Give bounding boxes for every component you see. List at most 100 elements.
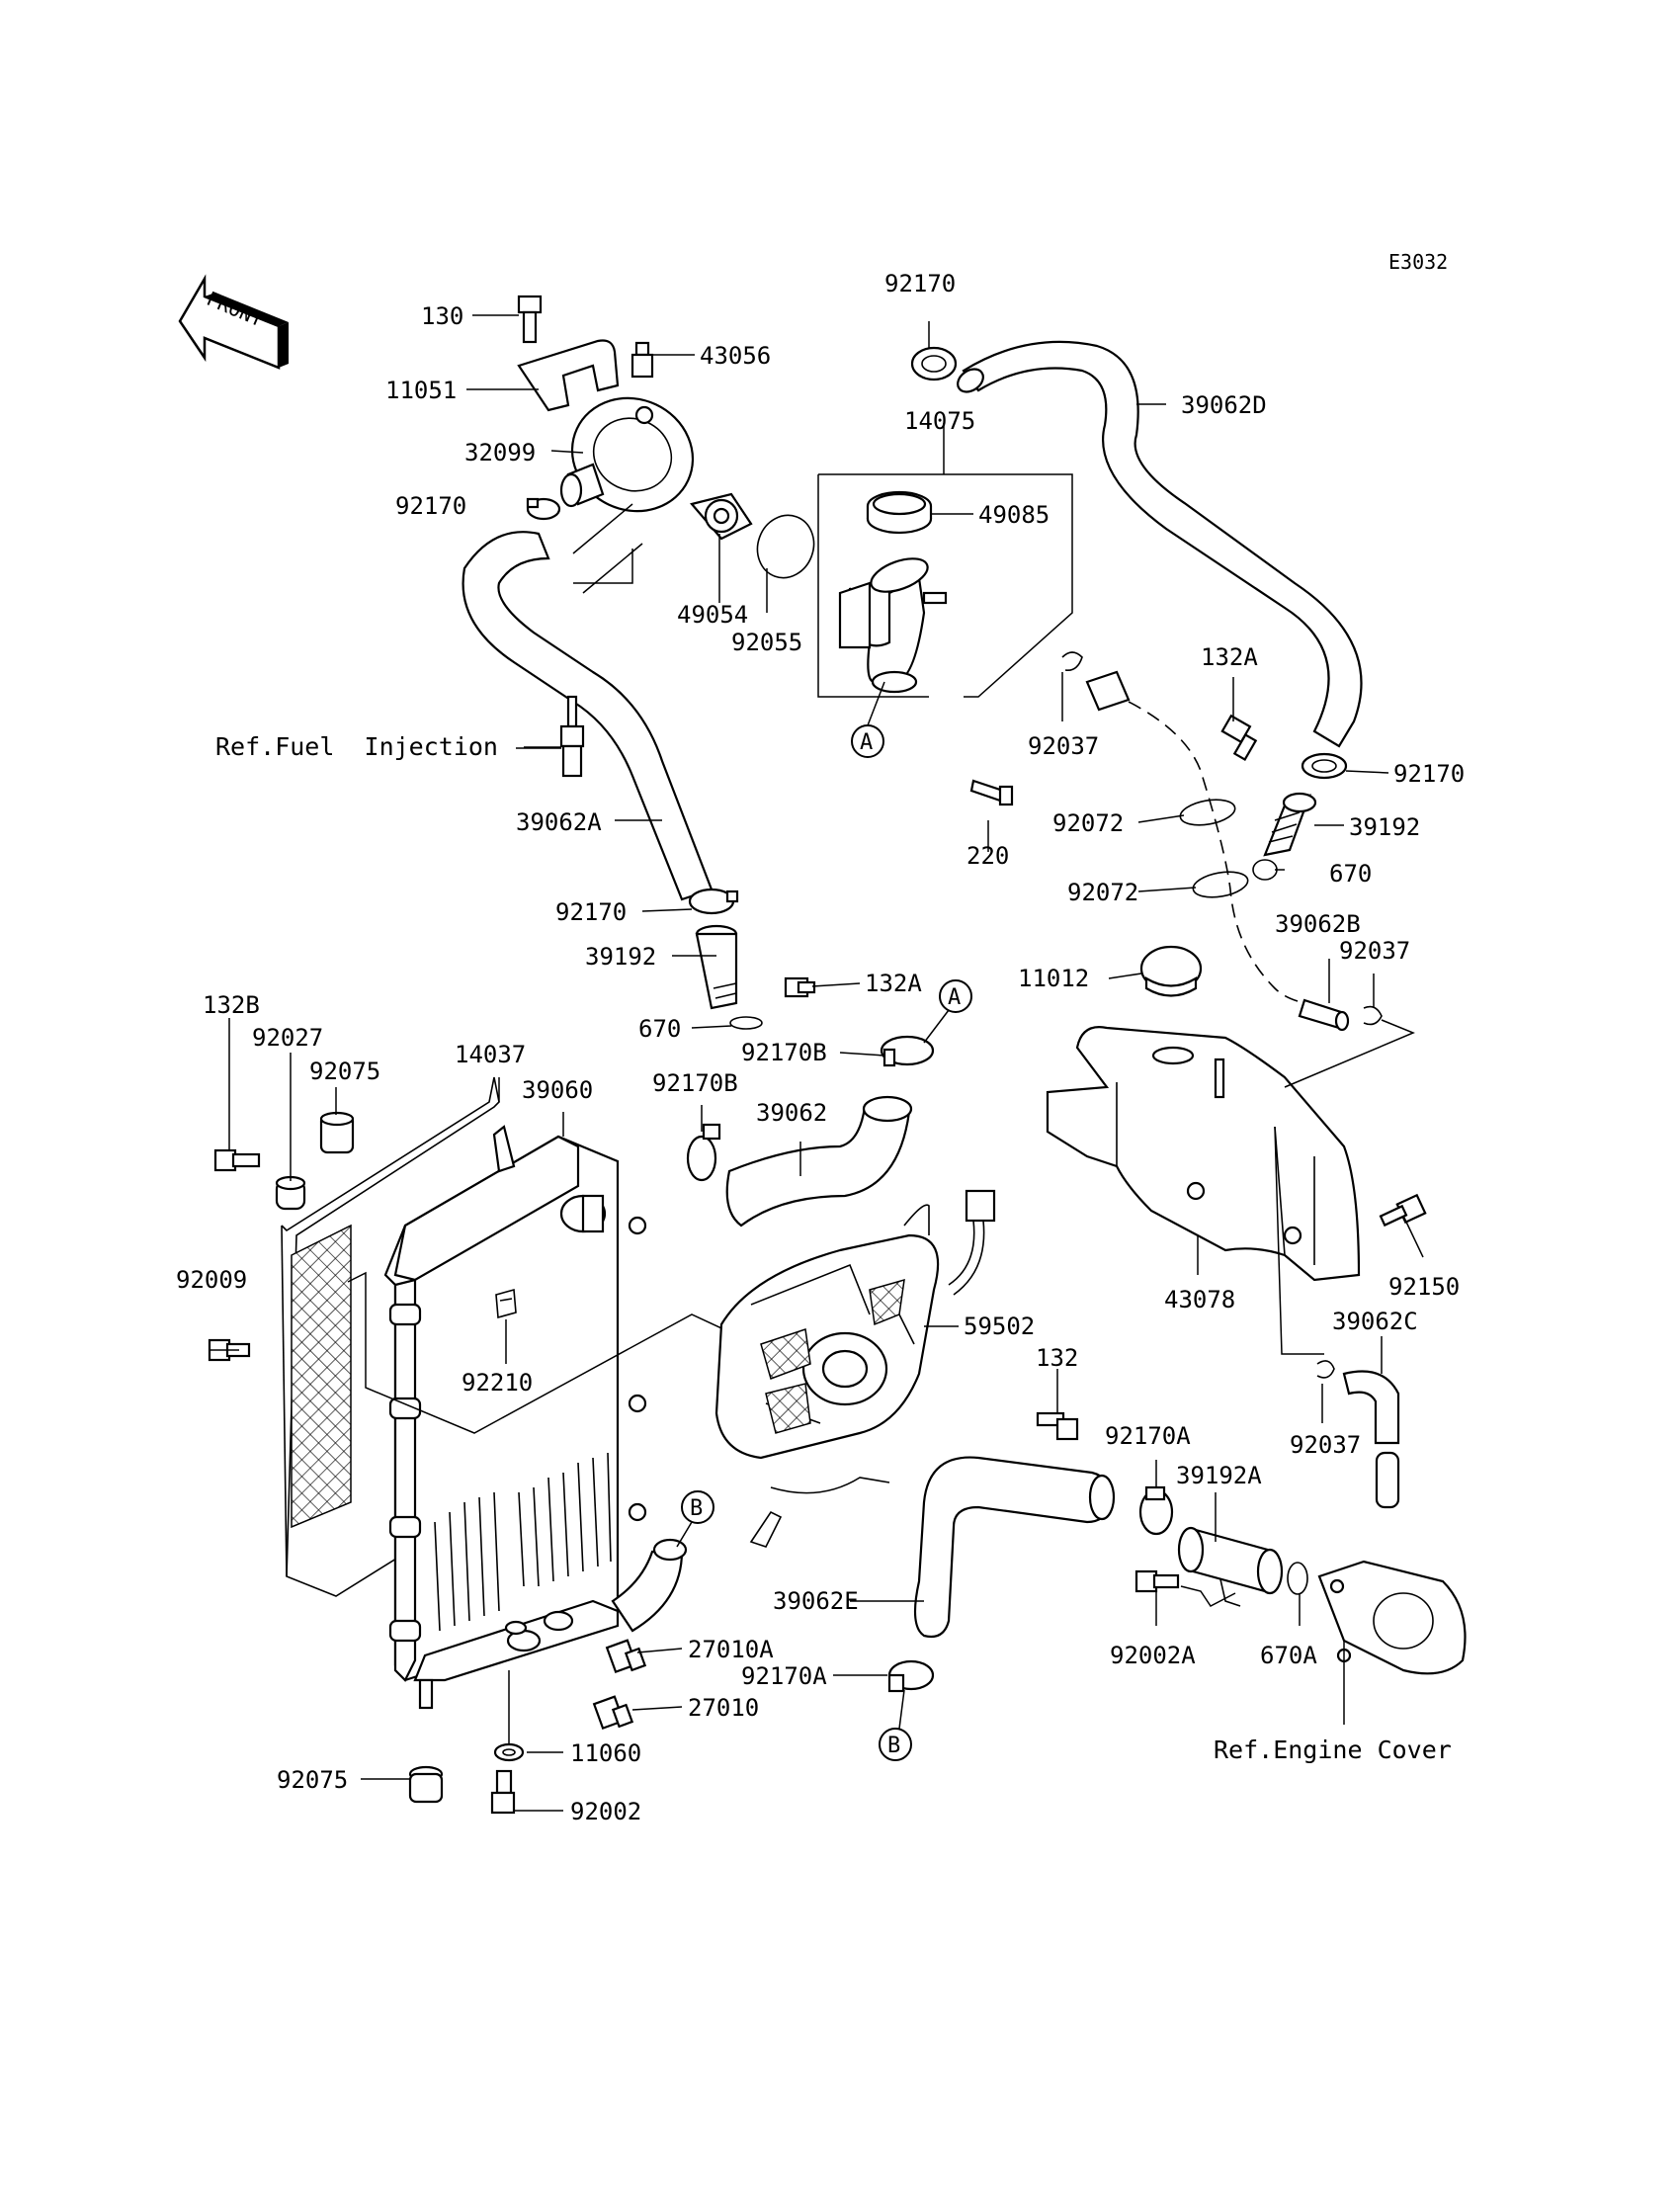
label-92055: 92055 — [731, 629, 802, 656]
label-92037-lower: 92037 — [1290, 1431, 1361, 1459]
clamp-92170A-lower — [887, 1659, 935, 1693]
label-220: 220 — [966, 842, 1009, 870]
switch-27010 — [592, 1695, 634, 1731]
clamp-92170B-upper — [880, 1035, 935, 1067]
temp-sensor — [559, 695, 585, 778]
bolt-132A-lower — [784, 976, 816, 998]
label-92002A: 92002A — [1110, 1642, 1196, 1669]
label-49054: 49054 — [677, 601, 748, 629]
label-39062A: 39062A — [516, 808, 602, 836]
label-39060: 39060 — [522, 1076, 593, 1104]
label-92075-bottom: 92075 — [277, 1766, 348, 1794]
label-39062B: 39062B — [1275, 910, 1361, 938]
collar-92027 — [275, 1175, 306, 1211]
engine-cover — [1317, 1560, 1467, 1675]
label-132A-right: 132A — [1201, 643, 1258, 671]
reservoir-cap-11012 — [1139, 945, 1203, 997]
o-ring-670-lower — [729, 1016, 763, 1030]
hose-39062C — [1342, 1370, 1400, 1509]
bolt-92002 — [490, 1769, 516, 1815]
label-27010: 27010 — [688, 1694, 759, 1722]
callout-a-lower: A — [939, 979, 972, 1013]
label-132B: 132B — [203, 991, 260, 1019]
radiator-inlet — [492, 1125, 607, 1233]
label-32099: 32099 — [464, 439, 536, 466]
label-92170A-lower: 92170A — [741, 1662, 827, 1690]
label-92002: 92002 — [570, 1798, 641, 1825]
thermostat-49054 — [690, 492, 753, 541]
screw-220 — [969, 779, 1014, 806]
radiator-mesh — [291, 1224, 352, 1529]
label-92170B-upper: 92170B — [741, 1039, 827, 1066]
label-14075: 14075 — [904, 407, 975, 435]
label-92170A-upper: 92170A — [1105, 1422, 1191, 1450]
label-11060: 11060 — [570, 1739, 641, 1767]
label-92072-a: 92072 — [1052, 809, 1124, 837]
label-39192-lower: 39192 — [585, 943, 656, 971]
callout-b-lower: B — [879, 1728, 912, 1761]
label-11012: 11012 — [1018, 965, 1089, 992]
label-92170-top: 92170 — [884, 270, 956, 297]
label-39192-right: 39192 — [1349, 813, 1420, 841]
label-92037-middle: 92037 — [1339, 937, 1410, 965]
label-92027: 92027 — [252, 1024, 323, 1052]
filler-neck — [838, 557, 948, 694]
radiator-outlet — [611, 1538, 688, 1633]
clamp-92170A-upper — [1138, 1485, 1174, 1536]
label-670-right: 670 — [1329, 860, 1372, 888]
clip-92210 — [495, 1288, 517, 1319]
label-39062D: 39062D — [1181, 391, 1267, 419]
bolt-132 — [1036, 1411, 1079, 1441]
bolt-132A-right — [1220, 714, 1258, 762]
label-132A-lower: 132A — [865, 970, 922, 997]
clamp-92170-right — [1301, 752, 1348, 780]
label-92075-top: 92075 — [309, 1058, 380, 1085]
clamp-92170B-lower — [686, 1123, 721, 1182]
bracket-11051 — [517, 339, 620, 412]
label-132: 132 — [1036, 1344, 1078, 1372]
bleed-valve-43056 — [630, 341, 654, 379]
bolt-92150 — [1379, 1193, 1427, 1228]
clamp-92170-housing — [526, 497, 561, 521]
reservoir-tank-43078 — [1046, 1026, 1361, 1282]
svg-text:A: A — [860, 730, 873, 755]
switch-27010A — [605, 1639, 647, 1674]
label-92037-upper: 92037 — [1028, 732, 1099, 760]
clamp-92072-a — [1179, 799, 1236, 826]
label-43056: 43056 — [700, 342, 771, 370]
diagram-code: E3032 — [1388, 250, 1448, 274]
label-39062: 39062 — [756, 1099, 827, 1127]
pipe-39192A — [1177, 1526, 1284, 1607]
hose-39062D — [962, 340, 1363, 748]
fan-59502 — [714, 1189, 996, 1460]
label-27010A: 27010A — [688, 1636, 774, 1663]
label-39062E: 39062E — [773, 1587, 859, 1615]
part-labels: 130 11051 43056 32099 92170 39062D 14075… — [176, 270, 1465, 1825]
group-bracket-14075 — [817, 473, 1073, 698]
leader-lines — [210, 314, 1424, 1812]
hose-39062E — [913, 1456, 1111, 1639]
label-92072-b: 92072 — [1067, 879, 1138, 906]
ref-fuel-injection: Ref.Fuel Injection — [215, 732, 498, 761]
callout-a-upper: A — [851, 724, 884, 758]
label-92210: 92210 — [462, 1369, 533, 1397]
grommet-92075-bottom — [408, 1765, 444, 1804]
label-92170-housing: 92170 — [395, 492, 466, 520]
callout-b-upper: B — [681, 1490, 714, 1524]
label-670-lower: 670 — [638, 1015, 681, 1043]
washer-11060 — [493, 1742, 525, 1762]
label-670A: 670A — [1260, 1642, 1317, 1669]
label-92150: 92150 — [1388, 1273, 1460, 1301]
label-39192A: 39192A — [1176, 1462, 1262, 1489]
label-14037: 14037 — [455, 1041, 526, 1068]
label-49085: 49085 — [978, 501, 1050, 529]
ref-engine-cover: Ref.Engine Cover — [1214, 1736, 1452, 1764]
label-59502: 59502 — [964, 1313, 1035, 1340]
label-92009: 92009 — [176, 1266, 247, 1294]
hose-39062A — [462, 531, 714, 901]
bolt-132B — [213, 1148, 261, 1172]
o-ring-670-right — [1252, 859, 1278, 881]
o-ring-92055 — [756, 514, 815, 579]
